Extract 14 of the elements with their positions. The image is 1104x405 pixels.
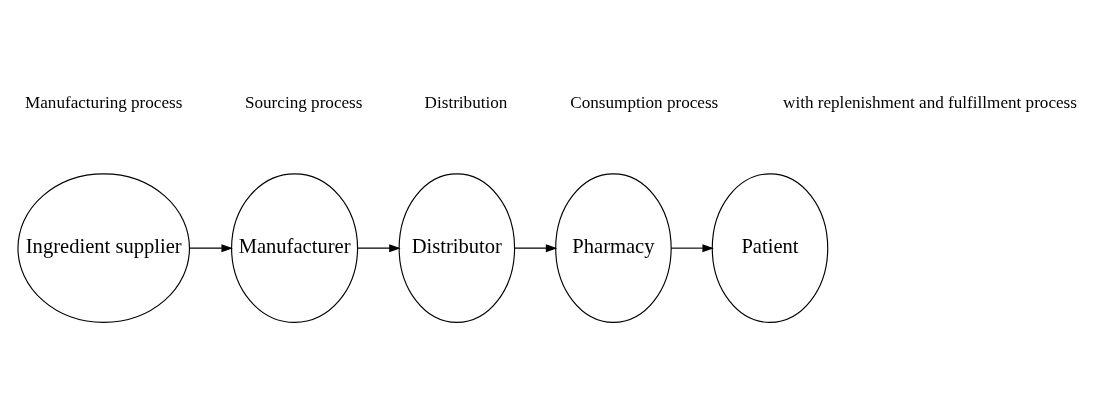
node-ellipse: Ingredient supplier [17,172,191,323]
label: with replenishment and fulfillment process [783,92,1077,112]
node-ellipse: Pharmacy [555,172,672,323]
arrow [357,243,401,252]
node-ellipse: Manufacturer [231,172,359,323]
arrow [514,243,558,252]
arrow [670,243,714,252]
label: Distribution [424,92,508,112]
node-ellipse: Distributor [398,172,516,323]
label: Manufacturing process [25,92,183,112]
arrow [189,243,233,252]
label: Sourcing process [244,92,363,112]
label: Consumption process [570,92,719,112]
node-ellipse: Patient [711,172,829,323]
